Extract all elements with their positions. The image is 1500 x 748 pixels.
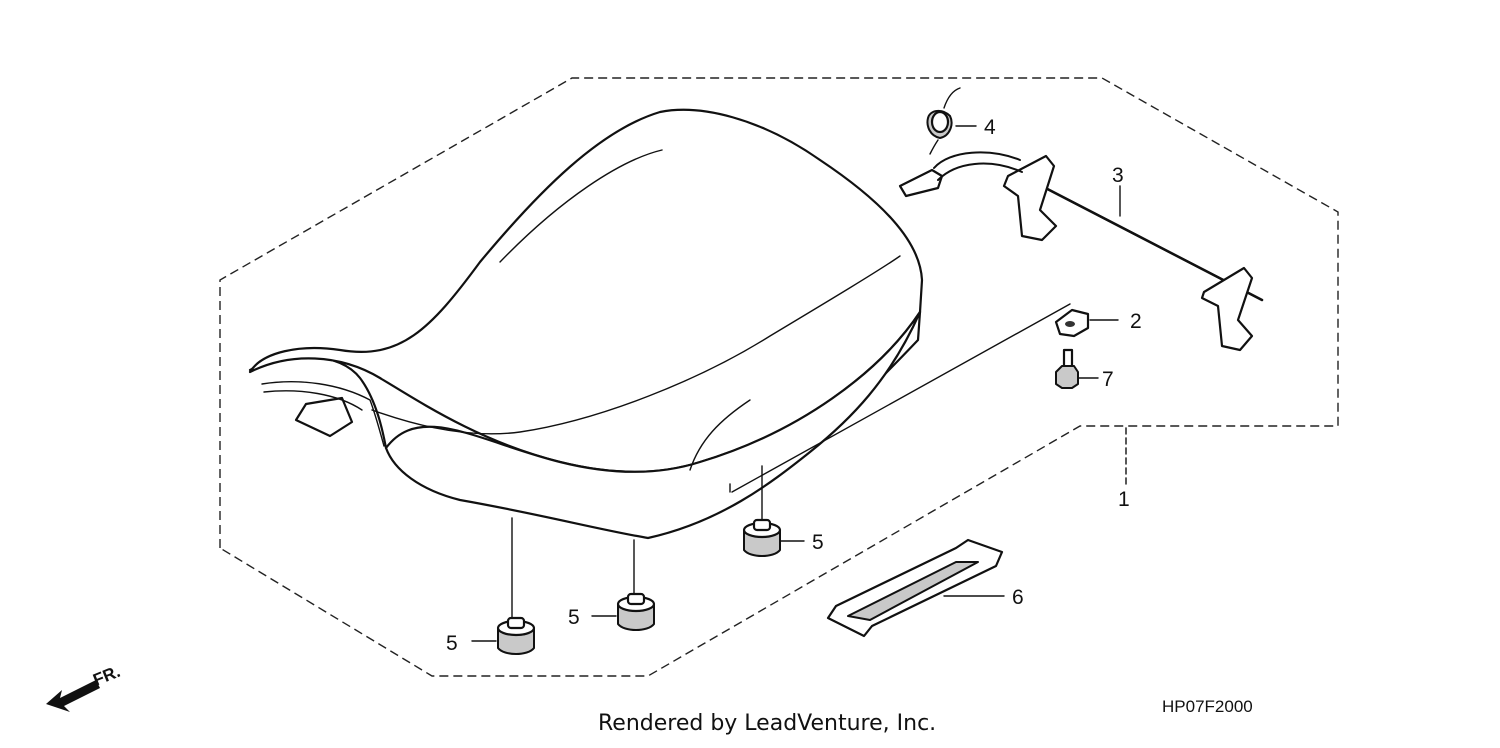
callout-6: 6: [1012, 586, 1024, 609]
callout-5c: 5: [812, 531, 824, 554]
leader-lines: [471, 125, 1127, 642]
seat-assembly[interactable]: [248, 108, 924, 540]
assembly-boundary: [219, 77, 1339, 677]
callout-3: 3: [1112, 164, 1124, 187]
clip-part-4[interactable]: [926, 87, 961, 155]
grommet-part-5c[interactable]: [742, 518, 782, 557]
callout-4: 4: [984, 116, 996, 139]
hook-assembly-part-3[interactable]: [898, 151, 1264, 352]
callout-1: 1: [1118, 488, 1130, 511]
front-arrow-icon: [46, 680, 100, 712]
strap-part-6[interactable]: [826, 538, 1004, 638]
callout-7: 7: [1102, 368, 1114, 391]
grommet-part-5b[interactable]: [616, 592, 656, 631]
callout-5b: 5: [568, 606, 580, 629]
front-direction-marker: FR.: [46, 662, 123, 712]
callout-2: 2: [1130, 310, 1142, 333]
bolt-part-7[interactable]: [1055, 348, 1079, 389]
front-marker-label: FR.: [90, 662, 123, 690]
credit-text: Rendered by LeadVenture, Inc.: [598, 711, 936, 736]
diagram-code: HP07F2000: [1162, 697, 1253, 716]
callout-5a: 5: [446, 632, 458, 655]
grommet-part-5a[interactable]: [496, 616, 536, 655]
plate-part-2[interactable]: [1054, 308, 1090, 338]
